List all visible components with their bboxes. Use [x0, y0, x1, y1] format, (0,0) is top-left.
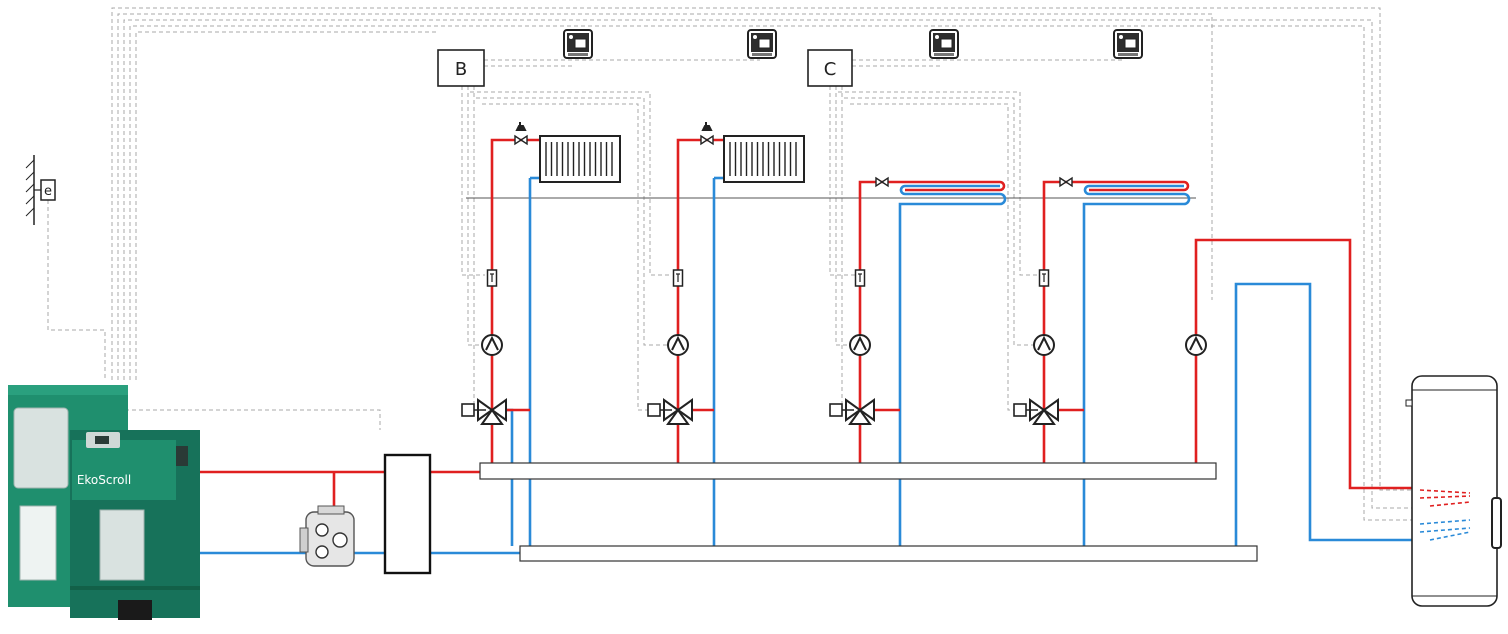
thermostatic-valve-icon: [700, 135, 714, 145]
controller-c-label: C: [824, 59, 837, 80]
outdoor-sensor: e: [25, 155, 56, 225]
hydraulic-separator: [383, 453, 432, 575]
pump-icon: [1185, 334, 1207, 356]
room-panel-icon: [563, 29, 593, 59]
mixing-valve-icon: [829, 399, 875, 425]
valve-head-icon: [701, 122, 713, 131]
room-panel-icon: [747, 29, 777, 59]
pump-icon: [481, 334, 503, 356]
temperature-sensor-icon: [486, 269, 498, 287]
boiler-brand: EkoScroll: [77, 473, 131, 487]
boiler: EkoScroll: [8, 385, 200, 620]
mixing-valve-icon: [461, 399, 507, 425]
pump-icon: [667, 334, 689, 356]
floor-valve-icon: [1059, 177, 1073, 187]
mixing-valve-icon: [1013, 399, 1059, 425]
temperature-sensor-icon: [854, 269, 866, 287]
outdoor-sensor-label: e: [44, 184, 52, 199]
valve-head-icon: [515, 122, 527, 131]
signal-cables: [47, 7, 1412, 521]
return-manifold: [519, 545, 1258, 562]
mixing-valve-icon: [647, 399, 693, 425]
pump-icon: [1033, 334, 1055, 356]
boiler-mixing-unit: [299, 505, 355, 567]
pump-icon: [849, 334, 871, 356]
return-pipes: [200, 176, 1412, 555]
radiator: [539, 135, 621, 183]
hot-water-tank: [1405, 375, 1502, 607]
controller-c: C: [807, 49, 853, 87]
controller-b: B: [437, 49, 485, 87]
temperature-sensor-icon: [672, 269, 684, 287]
radiator: [723, 135, 805, 183]
room-panel-icon: [929, 29, 959, 59]
thermostatic-valve-icon: [514, 135, 528, 145]
supply-pipes: [200, 138, 1412, 512]
controller-b-label: B: [455, 59, 467, 80]
supply-manifold: [479, 462, 1217, 480]
temperature-sensor-icon: [1038, 269, 1050, 287]
room-panel-icon: [1113, 29, 1143, 59]
floor-valve-icon: [875, 177, 889, 187]
